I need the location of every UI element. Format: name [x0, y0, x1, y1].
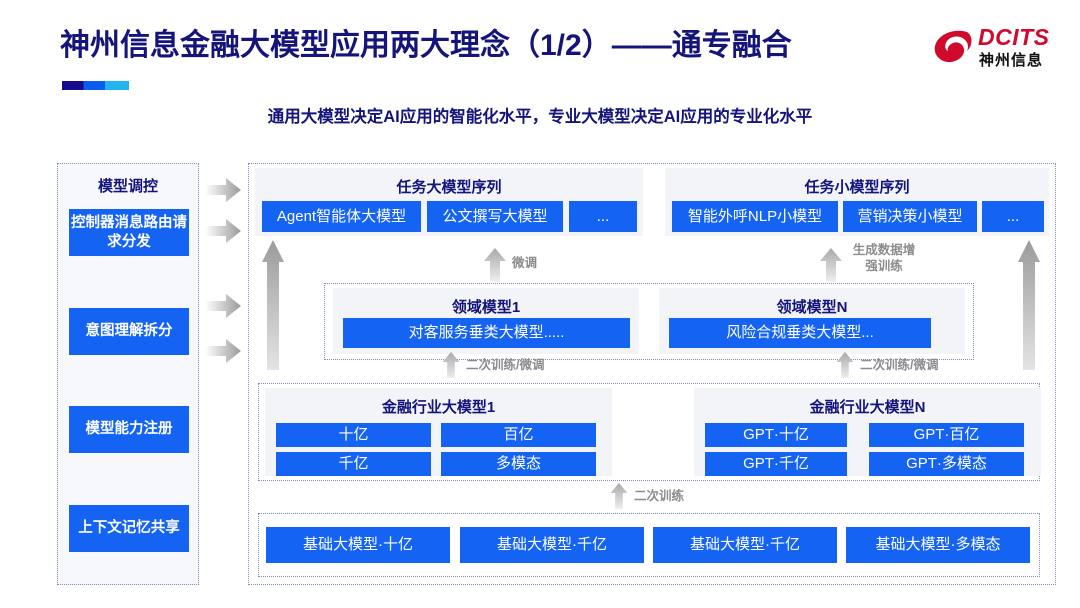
industry-model-1-item-0[interactable]: 十亿 [276, 423, 431, 447]
base-model-item-2[interactable]: 基础大模型·千亿 [653, 527, 837, 563]
model-control-panel: 模型调控 控制器消息路由请求分发 意图理解拆分 模型能力注册 上下文记忆共享 [57, 163, 199, 585]
arrow-label-retrain-finetune-left: 二次训练/微调 [466, 358, 545, 372]
company-logo: DCITS 神州信息 [932, 22, 1062, 74]
dcits-swirl-icon [934, 30, 972, 63]
domain-model-1-title: 领域模型1 [451, 299, 521, 316]
arrow-label-fine-tune: 微调 [512, 256, 538, 270]
industry-model-n-item-3[interactable]: GPT·多模态 [869, 452, 1024, 476]
right-arrow-icon-4 [205, 339, 241, 363]
industry-model-1-item-3[interactable]: 多模态 [441, 452, 596, 476]
base-model-item-0[interactable]: 基础大模型·十亿 [266, 527, 450, 563]
page-title: 神州信息金融大模型应用两大理念（1/2）——通专融合 [60, 29, 792, 62]
sidebar-item-capability-registry[interactable]: 模型能力注册 [69, 406, 189, 453]
task-small-model-item-2[interactable]: ... [982, 201, 1044, 232]
base-model-item-3[interactable]: 基础大模型·多模态 [846, 527, 1030, 563]
industry-model-n-item-1[interactable]: GPT·百亿 [869, 423, 1024, 447]
up-arrow-fine-tune-icon [484, 248, 506, 282]
industry-model-1-item-1[interactable]: 百亿 [441, 423, 596, 447]
up-arrow-retrain-finetune-left-icon [442, 352, 460, 378]
industry-model-n-item-0[interactable]: GPT·十亿 [705, 423, 847, 447]
task-small-model-item-1[interactable]: 营销决策小模型 [843, 201, 977, 232]
tall-up-arrow-left-icon [262, 240, 284, 370]
sidebar-item-context-memory[interactable]: 上下文记忆共享 [69, 505, 189, 552]
arrow-label-retrain-finetune-right: 二次训练/微调 [860, 358, 939, 372]
domain-model-container [324, 283, 974, 360]
up-arrow-retrain-icon [610, 483, 628, 509]
task-small-model-title: 任务小模型序列 [804, 179, 910, 196]
task-large-model-item-2[interactable]: ... [569, 201, 637, 232]
domain-model-n-title: 领域模型N [776, 299, 848, 316]
logo-wordmark-en: DCITS [978, 24, 1050, 50]
task-large-model-item-0[interactable]: Agent智能体大模型 [262, 201, 421, 232]
domain-model-1-item[interactable]: 对客服务垂类大模型..... [343, 318, 630, 348]
architecture-outer-container [248, 163, 1056, 585]
industry-model-1-title: 金融行业大模型1 [381, 399, 496, 416]
sidebar-title: 模型调控 [97, 178, 158, 195]
industry-model-n-item-2[interactable]: GPT·千亿 [705, 452, 847, 476]
right-arrow-icon-3 [205, 294, 241, 318]
up-arrow-data-aug-icon [820, 248, 842, 282]
task-large-model-title: 任务大模型序列 [396, 179, 502, 196]
arrow-label-data-aug: 生成数据增强训练 [852, 243, 916, 273]
right-arrow-icon-2 [205, 219, 241, 243]
base-model-item-1[interactable]: 基础大模型·千亿 [460, 527, 644, 563]
sidebar-item-controller-routing[interactable]: 控制器消息路由请求分发 [69, 209, 189, 256]
task-large-model-item-1[interactable]: 公文撰写大模型 [427, 201, 563, 232]
industry-model-n-title: 金融行业大模型N [809, 399, 926, 416]
task-small-model-item-0[interactable]: 智能外呼NLP小模型 [672, 201, 838, 232]
arrow-label-retrain: 二次训练 [634, 489, 685, 503]
title-underline-bar [62, 81, 129, 90]
page-subtitle: 通用大模型决定AI应用的智能化水平，专业大模型决定AI应用的专业化水平 [267, 108, 813, 126]
sidebar-item-intent-parsing[interactable]: 意图理解拆分 [69, 308, 189, 355]
industry-model-1-item-2[interactable]: 千亿 [276, 452, 431, 476]
domain-model-n-item[interactable]: 风险合规垂类大模型... [669, 318, 931, 348]
right-arrow-icon-1 [205, 178, 241, 202]
tall-up-arrow-right-icon [1018, 240, 1040, 370]
up-arrow-retrain-finetune-right-icon [836, 352, 854, 378]
logo-wordmark-cn: 神州信息 [979, 52, 1044, 69]
